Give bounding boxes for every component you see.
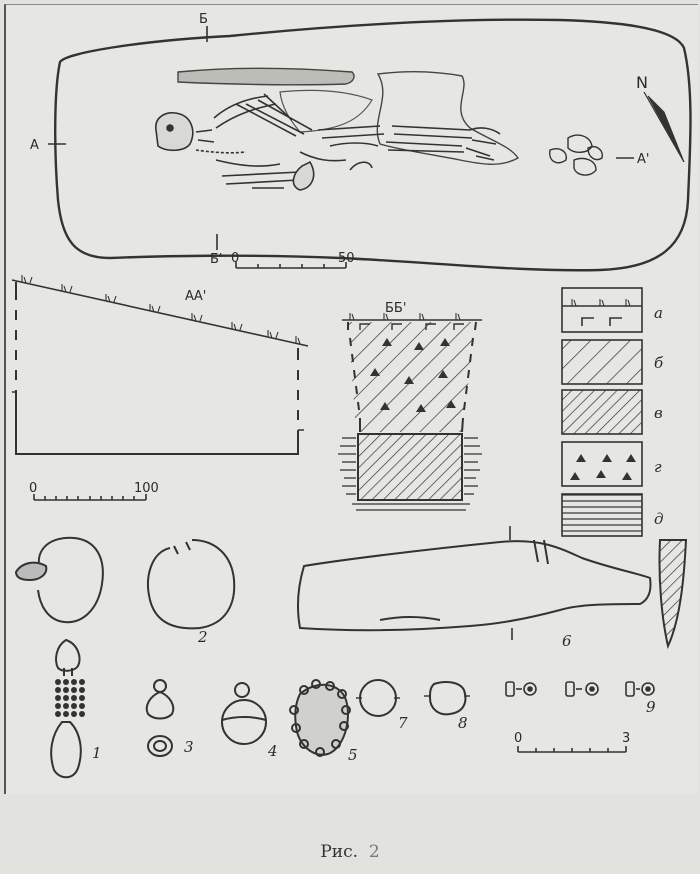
skeleton [155, 93, 501, 191]
legend-item-a: а [561, 287, 663, 333]
bb-lower-fill [357, 433, 463, 501]
find-6-knife-section [658, 539, 688, 650]
figure-caption: Рис. 2 [0, 842, 700, 862]
svg-text:N: N [636, 73, 648, 92]
foot-bones [465, 127, 501, 161]
femur-right [385, 141, 465, 153]
find-label-8: 8 [458, 714, 468, 732]
north-arrow: N [636, 73, 685, 163]
bb-horizontal-layers [338, 437, 482, 511]
grave-pit-outline [54, 18, 692, 272]
plan-scale-end: 50 [338, 251, 355, 266]
legend-item-b: б [561, 339, 664, 385]
section-aa-title: АА' [185, 289, 206, 304]
find-label-5: 5 [348, 746, 358, 764]
find-label-7: 7 [398, 714, 408, 732]
ground-surface-aa [11, 279, 309, 347]
caption-prefix: Рис. [320, 842, 359, 862]
grave-plan: А А' Б Б' N [30, 12, 692, 272]
find-label-4: 4 [267, 742, 278, 760]
legend: а б в г д [561, 287, 664, 537]
legend-item-d: д [561, 493, 664, 537]
legend-letter-v: в [654, 404, 663, 422]
bb-upper-fill [348, 322, 476, 432]
grass-marks-aa [21, 275, 301, 345]
section-aa-scale-bar [33, 494, 147, 501]
spine [195, 149, 247, 154]
legend-letter-a: а [654, 304, 663, 322]
skull [155, 112, 194, 152]
plan-scale-bar [235, 262, 347, 269]
scattered-finds [549, 134, 603, 176]
find-label-3: 3 [184, 738, 194, 756]
legend-letter-g: г [654, 458, 662, 476]
label-a: А [30, 138, 39, 153]
find-label-6: 6 [562, 632, 572, 650]
pit-outline-aa [15, 282, 299, 455]
find-label-1: 1 [92, 744, 102, 762]
finds [14, 526, 688, 779]
find-8-bead [424, 681, 470, 716]
bb-triangles [370, 338, 456, 412]
find-5-stone [289, 679, 351, 757]
finds-scale-start: 0 [514, 731, 522, 746]
legend-letter-d: д [654, 510, 664, 528]
finds-scale-bar [517, 746, 627, 753]
caption-number: 2 [368, 842, 380, 862]
find-3-pendant [145, 679, 175, 757]
section-aa-scale-start: 0 [29, 481, 37, 496]
legend-letter-b: б [654, 354, 664, 372]
legend-item-g: г [561, 441, 662, 487]
label-a-prime: А' [637, 152, 649, 167]
bark-remains-center [279, 89, 373, 133]
section-aa: АА' 0 100 [11, 275, 309, 501]
find-2-ring [147, 539, 236, 630]
section-aa-scale-end: 100 [134, 481, 159, 496]
section-bb: ББ' [338, 301, 482, 511]
find-4-bell [221, 682, 267, 745]
label-b-prime: Б' [210, 252, 223, 267]
plank-remains [177, 67, 355, 86]
find-label-9: 9 [646, 698, 656, 716]
find-7-bead [356, 679, 400, 717]
find-9-beads [505, 681, 655, 697]
section-bb-title: ББ' [385, 301, 406, 316]
find-label-2: 2 [197, 628, 208, 646]
label-b: Б [199, 12, 208, 27]
plan-scale-start: 0 [231, 251, 239, 266]
find-1-temple-ring [14, 536, 104, 779]
legend-item-v: в [561, 389, 663, 435]
bark-remains-right [376, 71, 520, 165]
find-6-knife [296, 526, 688, 650]
femur-left [391, 125, 473, 139]
finds-scale-end: 3 [622, 731, 630, 746]
